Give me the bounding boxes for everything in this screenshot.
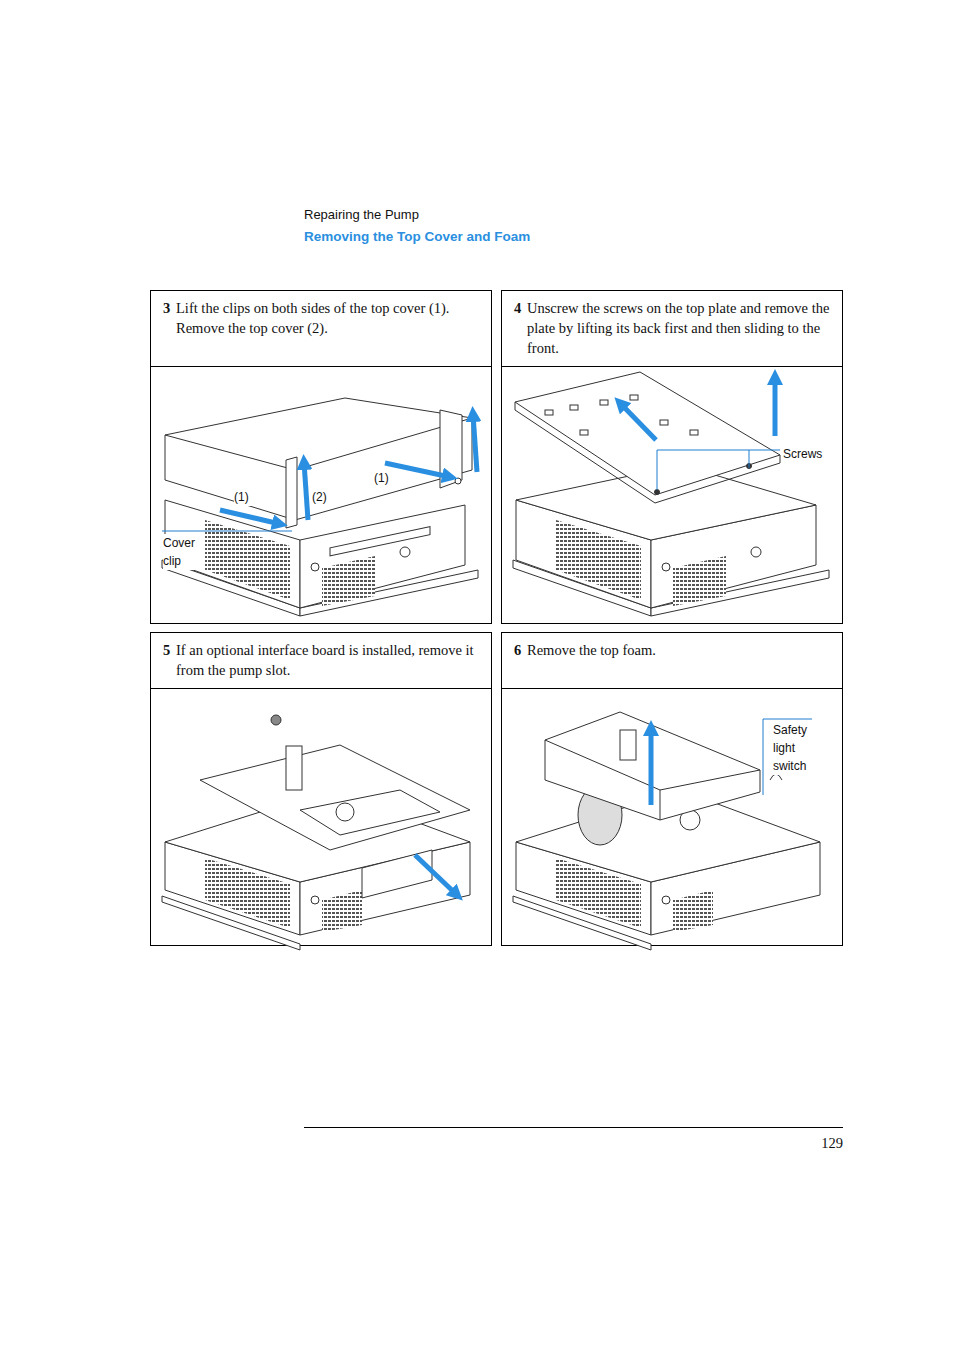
- callout-number: (1): [234, 488, 258, 506]
- motion-arrow: [620, 377, 775, 440]
- step-number: 4: [514, 298, 521, 318]
- pump-illustration: [513, 372, 829, 616]
- motion-arrow: [415, 855, 457, 895]
- running-header: Repairing the Pump: [304, 206, 504, 224]
- leader-line: [162, 531, 292, 532]
- pump-illustration: [162, 715, 470, 950]
- callout-number: (1): [374, 469, 398, 487]
- step-text: Remove the top foam.: [502, 633, 842, 660]
- part-label: Safety light switch: [773, 721, 819, 775]
- pump-illustration: [513, 712, 820, 950]
- step-text: Unscrew the screws on the top plate and …: [502, 291, 842, 358]
- step-number: 6: [514, 640, 521, 660]
- section-title: Removing the Top Cover and Foam: [304, 229, 530, 244]
- step-cell: 5If an optional interface board is insta…: [150, 632, 492, 689]
- callout-number: (2): [312, 488, 336, 506]
- part-label: Cover clip: [163, 534, 203, 570]
- step-number: 5: [163, 640, 170, 660]
- step-number: 3: [163, 298, 170, 318]
- leader-line: [657, 450, 780, 490]
- pump-illustration: [162, 398, 478, 616]
- step-cell: 6Remove the top foam.: [501, 632, 843, 689]
- step-cell: 4Unscrew the screws on the top plate and…: [501, 290, 843, 367]
- motion-arrow: [220, 414, 477, 524]
- motion-arrow: [649, 728, 654, 805]
- step-cell: 3Lift the clips on both sides of the top…: [150, 290, 492, 367]
- part-label: Screws: [783, 445, 831, 463]
- step-text: Lift the clips on both sides of the top …: [151, 291, 491, 338]
- step-text: If an optional interface board is instal…: [151, 633, 491, 680]
- table-cell: [151, 367, 843, 946]
- page-number: 129: [812, 1134, 843, 1152]
- footer-rule: [304, 1127, 843, 1128]
